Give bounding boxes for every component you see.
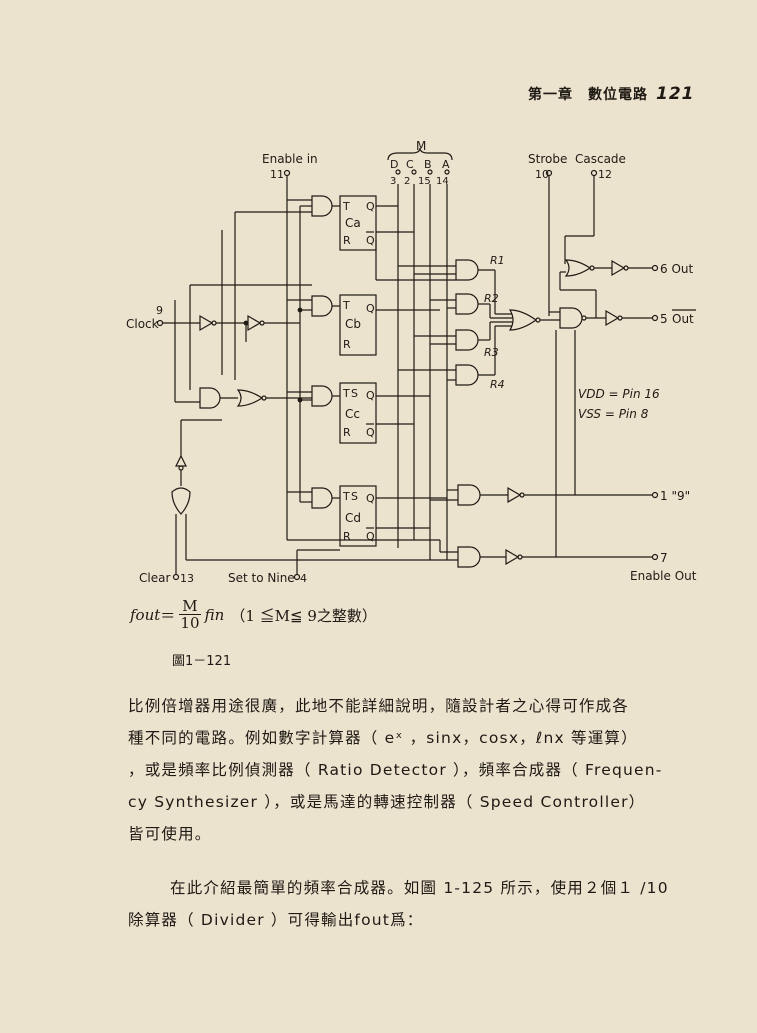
r3-label: R3: [484, 346, 499, 359]
ff-cc-label: Cc: [345, 407, 360, 421]
figure-caption: 圖1－121: [172, 654, 232, 669]
set-to-nine-label: Set to Nine: [228, 571, 295, 585]
strobe-label: Strobe: [528, 152, 567, 166]
out-5-label: 5: [660, 312, 668, 326]
ff-ca-label: Ca: [345, 216, 361, 230]
ff-cd-label: Cd: [345, 511, 361, 525]
formula-lhs: fout: [130, 606, 161, 624]
m-pin-14: 14: [436, 176, 449, 187]
m-label: M: [416, 139, 426, 153]
svg-text:R: R: [343, 426, 351, 439]
svg-text:T: T: [342, 200, 350, 213]
pin-10-label: 10: [535, 168, 549, 181]
paragraph-line: cy Synthesizer ），或是馬達的轉速控制器（ Speed Contr…: [128, 793, 646, 811]
svg-text:R: R: [343, 530, 351, 543]
formula-numerator: M: [179, 598, 201, 615]
svg-text:Q: Q: [366, 426, 375, 439]
pin-11-label: 11: [270, 168, 284, 181]
svg-text:Q: Q: [366, 530, 375, 543]
formula-rhs: fin: [204, 606, 225, 624]
circuit-diagram: Enable in 11 M D C B A 3 2 15 14 Strobe …: [126, 139, 697, 585]
paragraph-1: 比例倍增器用途很廣，此地不能詳細說明，隨設計者之心得可作成各 種不同的電路。例如…: [128, 690, 713, 850]
formula-fraction: M 10: [179, 598, 201, 632]
cascade-label: Cascade: [575, 152, 626, 166]
m-pin-15: 15: [418, 176, 431, 187]
chapter-title: 第一章 數位電路: [528, 87, 648, 103]
m-bit-d: D: [390, 158, 398, 171]
formula-condition: （1 ≦M≦ 9之整數）: [230, 606, 377, 625]
svg-text:Q: Q: [366, 200, 375, 213]
svg-text:T: T: [342, 490, 350, 503]
out-1-label: 1 "9": [660, 489, 690, 503]
pin-13-label: 13: [180, 572, 194, 585]
svg-text:T: T: [342, 387, 350, 400]
r1-label: R1: [490, 254, 505, 267]
svg-text:R: R: [343, 234, 351, 247]
paragraph-line: 皆可使用。: [128, 825, 212, 843]
enable-out-label: Enable Out: [630, 569, 697, 583]
running-header: 第一章 數位電路 121: [528, 84, 695, 104]
m-bit-a: A: [442, 158, 450, 171]
m-bit-c: C: [406, 158, 414, 171]
enable-in-label: Enable in: [262, 152, 318, 166]
clear-label: Clear: [139, 571, 170, 585]
svg-text:R: R: [343, 338, 351, 351]
m-pin-3: 3: [390, 176, 396, 187]
svg-text:S: S: [351, 387, 358, 400]
pin-9-label: 9: [156, 304, 163, 317]
svg-text:Q: Q: [366, 389, 375, 402]
svg-text:S: S: [351, 490, 358, 503]
paragraph-line: 比例倍增器用途很廣，此地不能詳細說明，隨設計者之心得可作成各: [128, 697, 630, 715]
clock-label: Clock: [126, 317, 159, 331]
paragraph-line: 種不同的電路。例如數字計算器（ eˣ ，sinx，cosx，ℓnx 等運算）: [128, 729, 638, 747]
svg-text:T: T: [342, 299, 350, 312]
page-number: 121: [656, 84, 695, 104]
paragraph-line: 在此介紹最簡單的頻率合成器。如圖 1-125 所示，使用２個１ /10: [170, 879, 669, 897]
svg-text:Q: Q: [366, 302, 375, 315]
paragraph-line: ，或是頻率比例偵測器（ Ratio Detector ），頻率合成器（ Freq…: [128, 761, 663, 779]
vss-label: VSS = Pin 8: [578, 407, 649, 421]
svg-text:Q: Q: [366, 234, 375, 247]
out-7-label: 7: [660, 551, 668, 565]
r4-label: R4: [490, 378, 505, 391]
paragraph-2: 在此介紹最簡單的頻率合成器。如圖 1-125 所示，使用２個１ /10 除算器（…: [128, 872, 713, 936]
m-bit-b: B: [424, 158, 432, 171]
pin-12-label: 12: [598, 168, 612, 181]
paragraph-line: 除算器（ Divider ）可得輸出fout爲：: [128, 911, 424, 929]
pin-4-label: 4: [300, 572, 307, 585]
formula-denominator: 10: [180, 614, 200, 632]
svg-text:Q: Q: [366, 492, 375, 505]
out-5-bar-label: Out: [672, 312, 694, 326]
out-6-label: 6 Out: [660, 262, 694, 276]
ff-cb-label: Cb: [345, 317, 361, 331]
m-pin-2: 2: [404, 176, 410, 187]
r2-label: R2: [484, 292, 499, 305]
frequency-formula: fout＝ M 10 fin （1 ≦M≦ 9之整數）: [130, 597, 377, 632]
vdd-label: VDD = Pin 16: [578, 387, 660, 401]
